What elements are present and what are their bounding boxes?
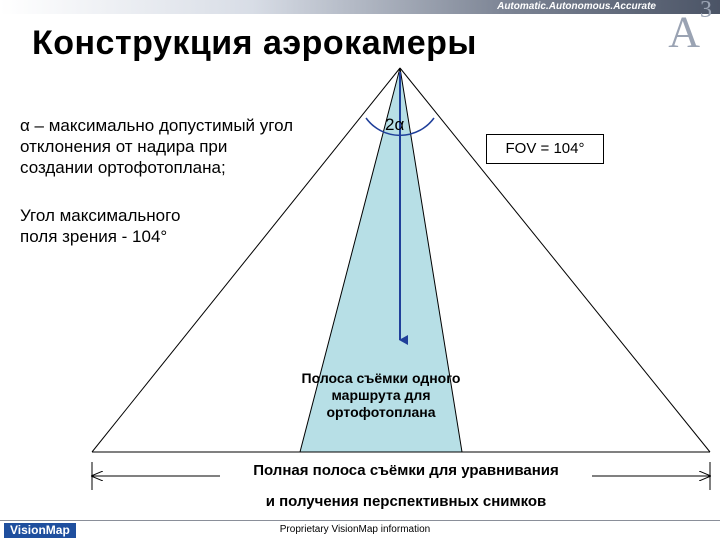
visionmap-logo: VisionMap: [4, 523, 76, 538]
top-banner: [0, 0, 720, 14]
fov-left-edge: [91, 67, 401, 453]
brand-part-2: onMap: [31, 523, 70, 537]
fov-right-edge: [399, 67, 711, 453]
full-strip-label: Полная полоса съёмки для уравнивания: [220, 461, 592, 481]
footer-divider: [0, 520, 720, 521]
fov-box: FOV = 104°: [486, 134, 604, 164]
brand-part-1: Visi: [10, 523, 32, 537]
angle-arc: [365, 117, 435, 137]
slide-title: Конструкция аэрокамеры: [32, 24, 477, 62]
tagline: Automatic.Autonomous.Accurate: [497, 1, 656, 12]
strip-label: Полоса съёмки одного маршрута для ортофо…: [301, 370, 461, 420]
full-strip-label-2: и получения перспективных снимков: [265, 493, 547, 510]
alpha-definition: α – максимально допустимый угол отклонен…: [20, 116, 294, 177]
logo-sup: 3: [700, 0, 712, 23]
fov-definition: Угол максимального поля зрения - 104°: [20, 206, 181, 246]
angle-label: 2α: [385, 115, 405, 134]
proprietary-notice: Proprietary VisionMap information: [279, 524, 431, 535]
logo-letter: A: [668, 7, 700, 57]
a3-logo: A3: [668, 0, 712, 57]
